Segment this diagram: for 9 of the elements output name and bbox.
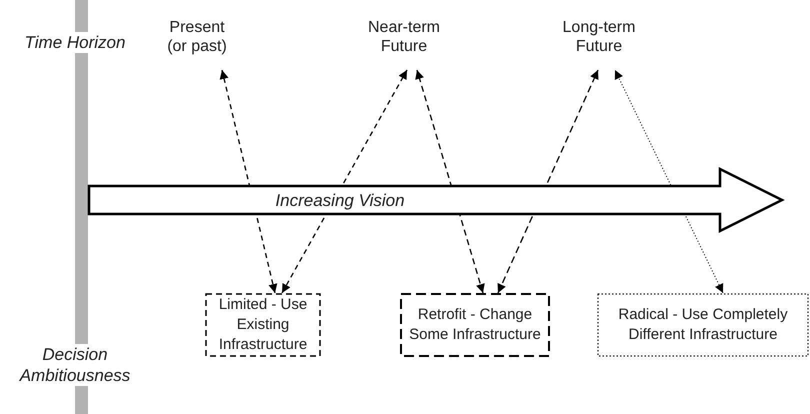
double-headed-arrow — [614, 70, 724, 294]
axis-label: Increasing Vision — [274, 190, 406, 211]
time-label: Long-term Future — [559, 18, 639, 70]
decision-box: Limited - Use Existing Infrastructure — [205, 293, 321, 357]
decision-box: Retrofit - Change Some Infrastructure — [400, 293, 550, 357]
time-label: Present (or past) — [162, 18, 232, 70]
time-label: Near-term Future — [364, 18, 444, 70]
double-headed-arrow — [415, 70, 485, 294]
decision-box: Radical - Use Completely Different Infrastructure — [597, 293, 809, 357]
